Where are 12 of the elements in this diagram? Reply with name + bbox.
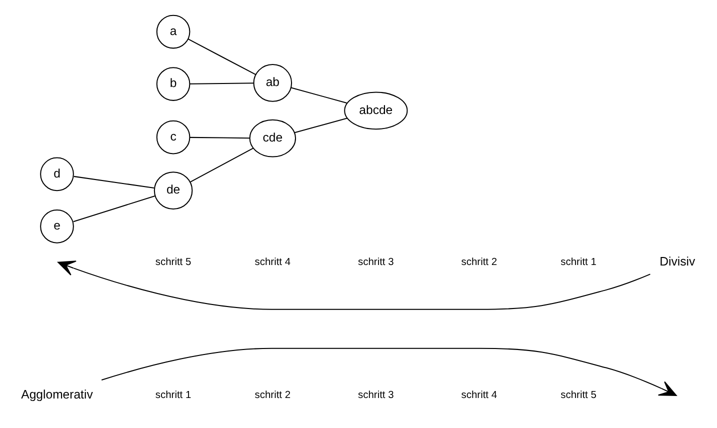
node-text: Divisiv	[660, 254, 696, 268]
label: schritt 5	[155, 256, 192, 268]
label: schritt 4	[254, 256, 291, 268]
label: schritt 1	[155, 390, 192, 401]
label: schritt 5	[560, 390, 596, 401]
label: schritt 3	[358, 256, 394, 268]
label: schritt 4	[461, 390, 498, 401]
label: schritt 3	[358, 390, 394, 401]
label: schritt 2	[461, 256, 498, 268]
node-text: Agglomerativ	[21, 387, 93, 402]
label: schritt 2	[254, 390, 291, 401]
label: schritt 1	[560, 256, 596, 268]
